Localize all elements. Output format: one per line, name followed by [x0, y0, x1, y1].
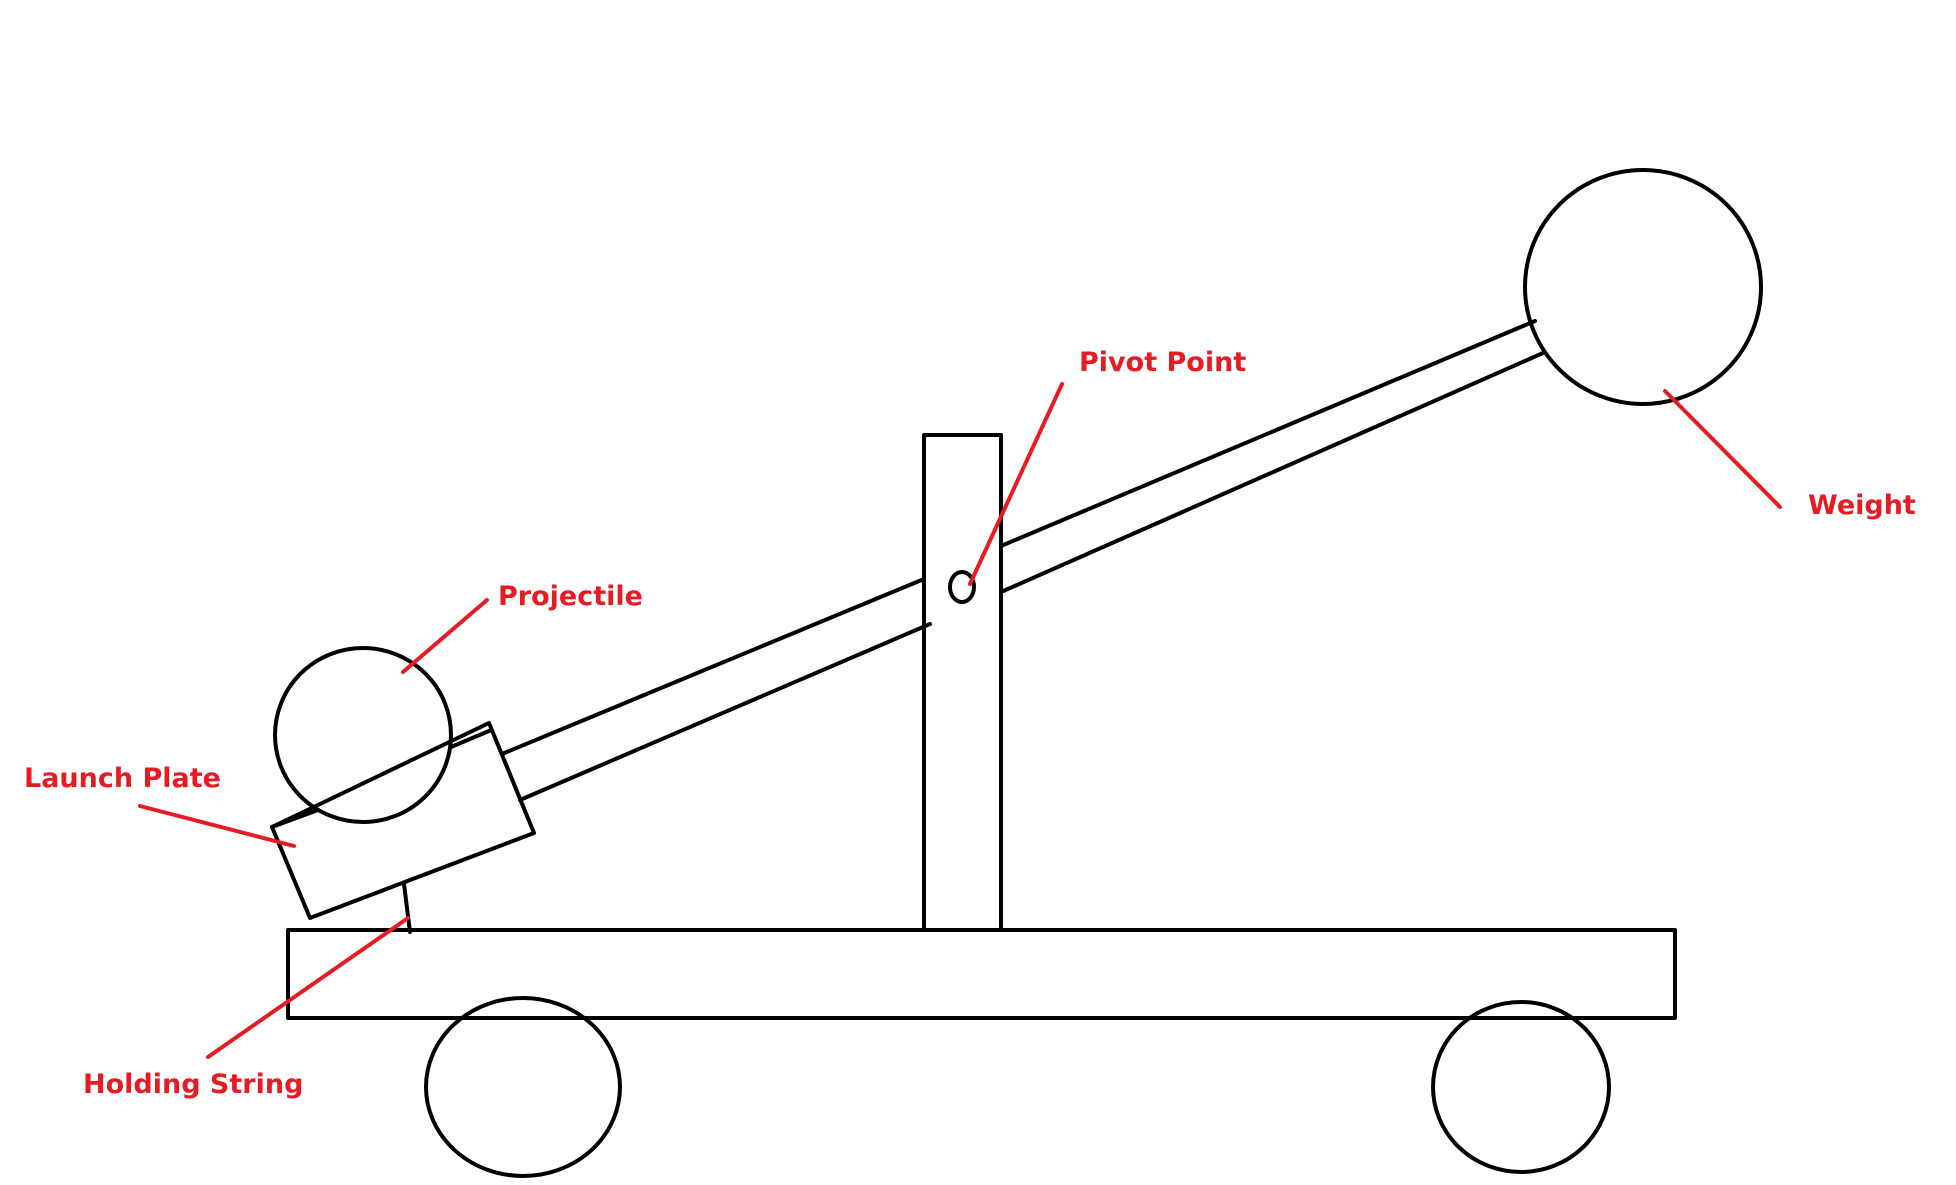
support-post	[922, 433, 1003, 932]
rear-wheel	[1431, 1000, 1611, 1174]
pivot-point-leader	[968, 382, 1064, 586]
counter-weight	[1523, 168, 1763, 406]
weight-leader	[1663, 389, 1782, 509]
projectile-leader	[401, 598, 489, 674]
holding-string-leader	[206, 916, 410, 1059]
launch-plate-label: Launch Plate	[24, 763, 221, 794]
launch-plate-leader	[138, 804, 296, 848]
projectile-ball	[273, 646, 453, 824]
front-wheel	[424, 996, 622, 1178]
weight-label: Weight	[1808, 490, 1916, 521]
holding-string	[402, 882, 412, 934]
base-frame	[286, 928, 1677, 1020]
throwing-arm	[270, 319, 1545, 829]
pivot-hole	[948, 570, 976, 604]
projectile-label: Projectile	[498, 581, 643, 612]
launch-plate	[270, 721, 536, 920]
pivot-point-label: Pivot Point	[1079, 347, 1246, 378]
holding-string-label: Holding String	[83, 1069, 303, 1100]
